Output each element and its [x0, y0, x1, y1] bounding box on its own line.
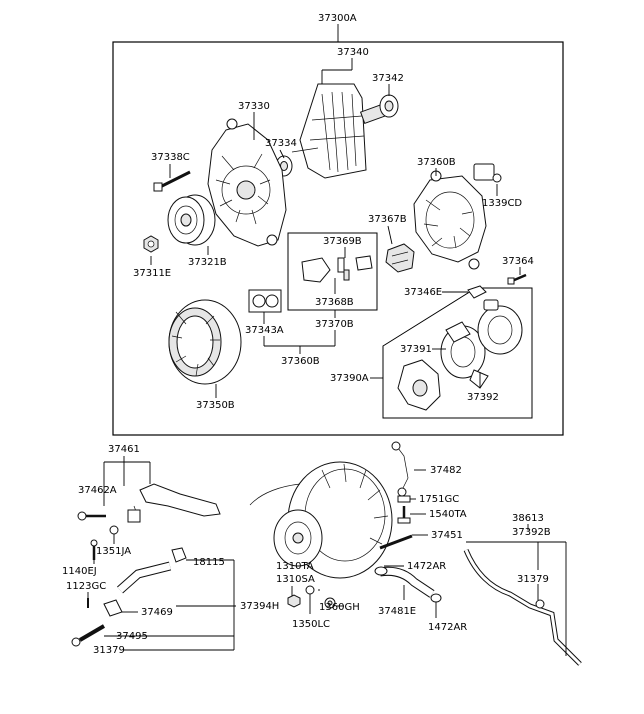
label-nut-1360GH: 1360GH	[319, 602, 360, 613]
pulley-part	[167, 194, 216, 246]
label-hose-assy: 37394H	[240, 601, 279, 612]
hose-18115-part	[117, 547, 187, 594]
stud-part	[379, 534, 413, 550]
label-brush-set: 37368B	[315, 297, 354, 308]
label-pulley-nut: 37311E	[133, 268, 171, 279]
label-bolt-1123GC: 1123GC	[66, 581, 106, 592]
rear-bearing-part	[379, 94, 399, 118]
label-pipe: 37392B	[512, 527, 551, 538]
bracket-37346E-part	[467, 285, 487, 299]
fitting-37495-part	[78, 624, 106, 642]
label-bolt-1540TA: 1540TA	[429, 509, 467, 520]
label-bolt-38613: 38613	[512, 513, 544, 524]
hose-37481E-part	[374, 566, 442, 603]
bolt-1540TA-part	[397, 506, 411, 524]
label-pump-assy: 37390A	[330, 373, 369, 384]
label-washer-1310TA: 1310TA	[276, 561, 314, 572]
label-cable: 37482	[430, 465, 462, 476]
label-bracket: 37462A	[78, 485, 117, 496]
label-bolt-1140EJ: 1140EJ	[62, 566, 97, 577]
bolt-37364-part	[507, 273, 527, 285]
pulley-nut-part	[143, 235, 159, 253]
pump-cover-part	[477, 299, 523, 355]
label-fitting-37495: 37495	[116, 631, 148, 642]
label-hose-18115: 18115	[193, 557, 225, 568]
leader-lines	[87, 24, 567, 656]
through-bolt-part	[153, 170, 191, 192]
nut-1351JA-part	[109, 525, 119, 535]
clamp-31379-left-part	[71, 637, 81, 647]
label-rear-group: 37360B	[281, 356, 320, 367]
label-vacuum-pump: 37391	[400, 344, 432, 355]
label-stud: 37451	[431, 530, 463, 541]
label-stator: 37350B	[196, 400, 235, 411]
label-bearing-rear: 37342	[372, 73, 404, 84]
alternator-installed-part	[249, 461, 393, 579]
label-rectifier: 37367B	[368, 214, 407, 225]
rear-bracket-part	[413, 170, 487, 270]
label-nut-1350LC: 1350LC	[292, 619, 330, 630]
pump-assy-frame	[382, 287, 533, 419]
label-tube-37469: 37469	[141, 607, 173, 618]
nut-1751GC-part	[397, 495, 411, 503]
brush-holder-part	[301, 255, 373, 283]
bolt-1140EJ-part	[77, 511, 106, 560]
rectifier-part	[385, 243, 415, 273]
label-rear-bracket: 37360B	[417, 157, 456, 168]
label-nut-1310SA: 1310SA	[276, 574, 315, 585]
terminal-part	[473, 163, 502, 183]
part-labels: 37300A 37340 37342 37330 37334 37338C 37…	[62, 13, 551, 656]
label-assembly: 37300A	[318, 13, 357, 24]
label-bearing-front: 37334	[265, 138, 297, 149]
bracket-37462A-part	[127, 483, 221, 523]
pipe-37392B-part	[463, 549, 582, 666]
label-clamp-31379-left: 31379	[93, 645, 125, 656]
label-pump-cover: 37392	[467, 392, 499, 403]
pump-body-part	[440, 321, 489, 389]
washer-1310TA-part	[305, 585, 315, 595]
rotor-part	[291, 83, 387, 179]
nut-1310SA-part	[287, 594, 301, 608]
brush-set-part	[343, 269, 350, 281]
label-hose-37481E: 37481E	[378, 606, 416, 617]
brush-assy-frame	[287, 232, 378, 311]
label-rotor: 37340	[337, 47, 369, 58]
cable-part	[391, 441, 409, 497]
label-clamp-1472AR-top: 1472AR	[407, 561, 446, 572]
label-brush-holder: 37369B	[323, 236, 362, 247]
tube-37469-part	[103, 599, 123, 617]
label-front-bracket: 37330	[238, 101, 270, 112]
label-brush-assy: 37370B	[315, 319, 354, 330]
label-clamp-31379-right: 31379	[517, 574, 549, 585]
label-nut-1351JA: 1351JA	[96, 546, 131, 557]
nut-1360GH-part	[324, 597, 336, 609]
label-bushing: 37343A	[245, 325, 284, 336]
pump-plate-part	[397, 359, 441, 411]
label-bolt-37364: 37364	[502, 256, 534, 267]
label-clamp-1472AR-bottom: 1472AR	[428, 622, 467, 633]
front-bracket-part	[207, 118, 287, 247]
label-bracket-assy: 37461	[108, 444, 140, 455]
label-nut-1751GC: 1751GC	[419, 494, 459, 505]
stator-part	[168, 299, 242, 385]
label-through-bolt: 37338C	[151, 152, 190, 163]
label-terminal: 1339CD	[482, 198, 522, 209]
label-pulley: 37321B	[188, 257, 227, 268]
label-bracket-37346E: 37346E	[404, 287, 442, 298]
bushing-part	[248, 289, 282, 313]
